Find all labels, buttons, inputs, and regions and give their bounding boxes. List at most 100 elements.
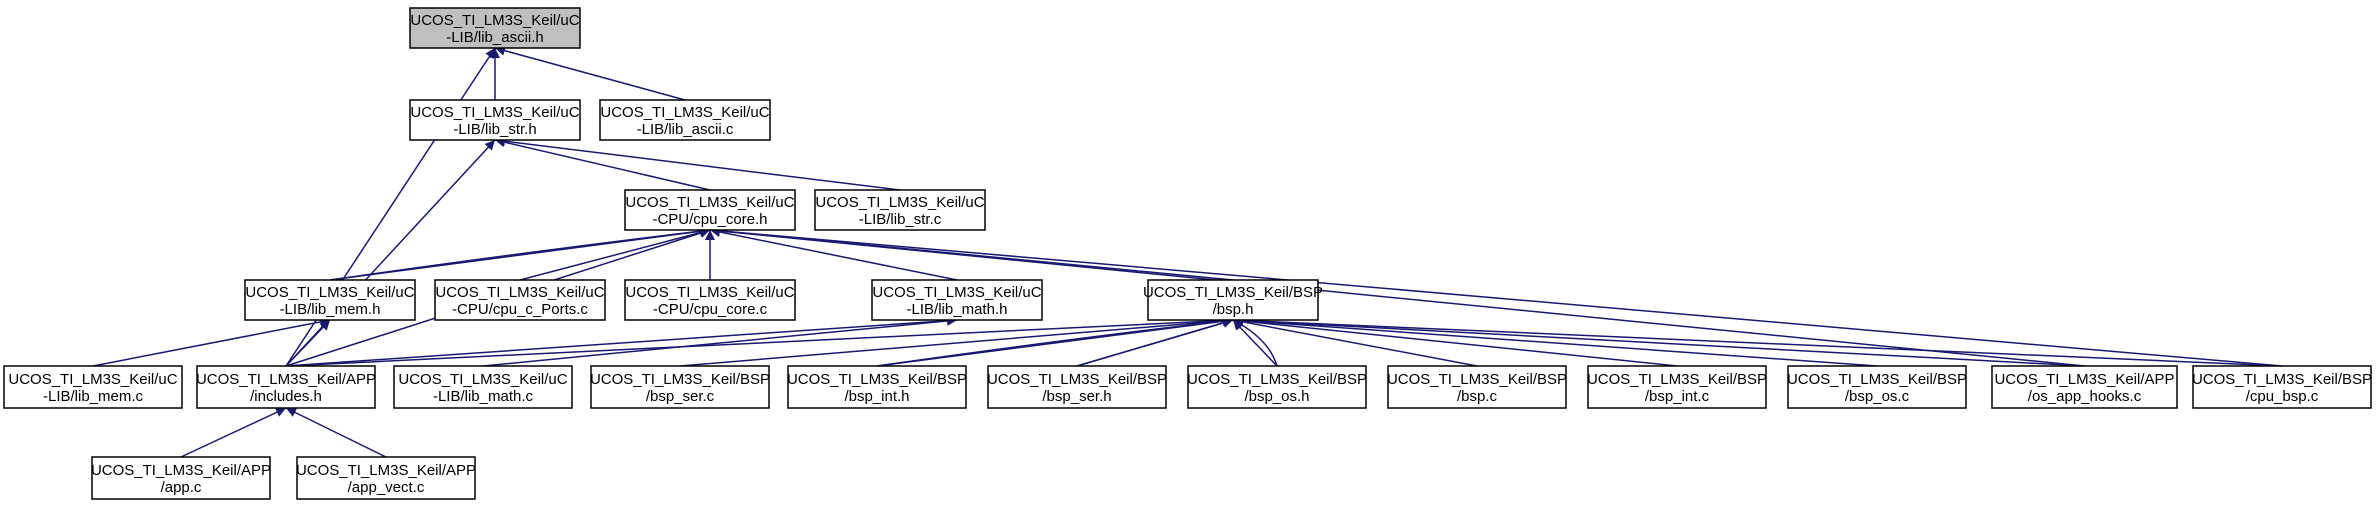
node-box [196, 365, 376, 409]
node-box [393, 365, 573, 409]
node-box [599, 99, 771, 141]
node-label-line2: /bsp_int.h [844, 388, 909, 405]
node-lib_math_c[interactable]: UCOS_TI_LM3S_Keil/uC-LIB/lib_math.c [393, 365, 573, 409]
node-label-line1: UCOS_TI_LM3S_Keil/APP [196, 371, 376, 388]
node-lib_str_c[interactable]: UCOS_TI_LM3S_Keil/uC-LIB/lib_str.c [814, 189, 986, 231]
node-app_c[interactable]: UCOS_TI_LM3S_Keil/APP/app.c [91, 456, 271, 500]
node-label-line1: UCOS_TI_LM3S_Keil/uC [625, 194, 794, 211]
node-box [1787, 365, 1967, 409]
node-label-line2: -CPU/cpu_core.h [652, 211, 767, 228]
node-box [814, 189, 986, 231]
node-label-line2: /os_app_hooks.c [2028, 388, 2142, 405]
node-bsp_h[interactable]: UCOS_TI_LM3S_Keil/BSP/bsp.h [1143, 279, 1323, 321]
node-label-line1: UCOS_TI_LM3S_Keil/uC [600, 104, 769, 121]
node-lib_ascii_c[interactable]: UCOS_TI_LM3S_Keil/uC-LIB/lib_ascii.c [599, 99, 771, 141]
edge-lib_str_c-to-lib_str_h [494, 136, 901, 191]
node-box [624, 189, 796, 231]
node-label-line2: -LIB/lib_mem.h [280, 301, 381, 318]
node-label-line1: UCOS_TI_LM3S_Keil/APP [91, 462, 271, 479]
node-label-line1: UCOS_TI_LM3S_Keil/uC [815, 194, 984, 211]
node-box [434, 279, 606, 321]
node-bsp_os_c[interactable]: UCOS_TI_LM3S_Keil/BSP/bsp_os.c [1787, 365, 1967, 409]
edge-lib_math_c-to-lib_math_h [482, 315, 958, 367]
node-label-line2: -LIB/lib_math.c [433, 388, 534, 405]
node-box [1991, 365, 2178, 409]
node-label-line2: -LIB/lib_mem.c [43, 388, 144, 405]
node-label-line2: /cpu_bsp.c [2246, 388, 2319, 405]
node-label-line2: /bsp_ser.h [1042, 388, 1111, 405]
edge-cpu_bsp_c-to-cpu_core_h [709, 225, 2283, 367]
node-box [624, 279, 796, 321]
node-label-line1: UCOS_TI_LM3S_Keil/uC [410, 12, 579, 29]
node-label-line2: /bsp_int.c [1645, 388, 1710, 405]
node-label-line1: UCOS_TI_LM3S_Keil/APP [1994, 371, 2174, 388]
node-label-line1: UCOS_TI_LM3S_Keil/BSP [2192, 371, 2372, 388]
node-label-line1: UCOS_TI_LM3S_Keil/APP [296, 462, 476, 479]
node-includes_h[interactable]: UCOS_TI_LM3S_Keil/APP/includes.h [196, 365, 376, 409]
node-lib_ascii_h[interactable]: UCOS_TI_LM3S_Keil/uC-LIB/lib_ascii.h [409, 7, 581, 49]
node-os_app_hooks[interactable]: UCOS_TI_LM3S_Keil/APP/os_app_hooks.c [1991, 365, 2178, 409]
node-label-line1: UCOS_TI_LM3S_Keil/BSP [1387, 371, 1567, 388]
node-lib_math_h[interactable]: UCOS_TI_LM3S_Keil/uC-LIB/lib_math.h [871, 279, 1043, 321]
node-label-line1: UCOS_TI_LM3S_Keil/BSP [787, 371, 967, 388]
node-bsp_ser_h[interactable]: UCOS_TI_LM3S_Keil/BSP/bsp_ser.h [987, 365, 1167, 409]
node-box [987, 365, 1167, 409]
node-bsp_ser_c[interactable]: UCOS_TI_LM3S_Keil/BSP/bsp_ser.c [590, 365, 770, 409]
node-label-line2: /bsp_os.h [1244, 388, 1309, 405]
node-label-line1: UCOS_TI_LM3S_Keil/BSP [1143, 284, 1323, 301]
node-label-line2: -LIB/lib_ascii.c [637, 121, 734, 138]
edge-bsp_ser_h-to-bsp_h [1076, 318, 1234, 367]
node-label-line2: /app_vect.c [348, 479, 425, 496]
edge-bsp_c-to-bsp_h [1232, 316, 1478, 367]
node-label-line2: /includes.h [250, 388, 322, 405]
node-label-line2: -LIB/lib_ascii.h [446, 29, 544, 46]
node-bsp_c[interactable]: UCOS_TI_LM3S_Keil/BSP/bsp.c [1387, 365, 1567, 409]
node-label-line1: UCOS_TI_LM3S_Keil/BSP [1587, 371, 1767, 388]
edge-os_app_hooks-to-cpu_core_h [709, 226, 2085, 367]
nodes-layer: UCOS_TI_LM3S_Keil/uC-LIB/lib_ascii.hUCOS… [3, 7, 2372, 500]
node-label-line1: UCOS_TI_LM3S_Keil/BSP [1787, 371, 1967, 388]
node-label-line1: UCOS_TI_LM3S_Keil/uC [398, 371, 567, 388]
node-cpu_core_h[interactable]: UCOS_TI_LM3S_Keil/uC-CPU/cpu_core.h [624, 189, 796, 231]
node-cpu_core_c[interactable]: UCOS_TI_LM3S_Keil/uC-CPU/cpu_core.c [624, 279, 796, 321]
node-lib_mem_c[interactable]: UCOS_TI_LM3S_Keil/uC-LIB/lib_mem.c [3, 365, 183, 409]
node-box [409, 99, 581, 141]
node-label-line1: UCOS_TI_LM3S_Keil/uC [625, 284, 794, 301]
node-box [590, 365, 770, 409]
node-box [1587, 365, 1767, 409]
node-app_vect_c[interactable]: UCOS_TI_LM3S_Keil/APP/app_vect.c [296, 456, 476, 500]
node-label-line2: /bsp_os.c [1845, 388, 1910, 405]
node-lib_mem_h[interactable]: UCOS_TI_LM3S_Keil/uC-LIB/lib_mem.h [244, 279, 416, 321]
node-box [1387, 365, 1567, 409]
node-cpu_bsp_c[interactable]: UCOS_TI_LM3S_Keil/BSP/cpu_bsp.c [2192, 365, 2372, 409]
node-label-line2: -LIB/lib_str.c [859, 211, 942, 228]
node-cpu_c_ports[interactable]: UCOS_TI_LM3S_Keil/uC-CPU/cpu_c_Ports.c [434, 279, 606, 321]
node-box [296, 456, 476, 500]
edge-bsp_int_c-to-bsp_h [1232, 316, 1678, 367]
node-label-line1: UCOS_TI_LM3S_Keil/uC [435, 284, 604, 301]
edge-lib_mem_h-to-cpu_core_h [329, 226, 711, 281]
node-bsp_int_c[interactable]: UCOS_TI_LM3S_Keil/BSP/bsp_int.c [1587, 365, 1767, 409]
edge-cpu_bsp_c-to-bsp_h [1232, 315, 2283, 367]
node-box [1187, 365, 1367, 409]
edge-cpu_c_ports-to-cpu_core_h [519, 227, 711, 281]
node-bsp_int_h[interactable]: UCOS_TI_LM3S_Keil/BSP/bsp_int.h [787, 365, 967, 409]
node-bsp_os_h[interactable]: UCOS_TI_LM3S_Keil/BSP/bsp_os.h [1187, 365, 1367, 409]
node-label-line2: /bsp_ser.c [646, 388, 715, 405]
node-box [2192, 365, 2372, 409]
edge-lib_ascii_c-to-lib_ascii_h [494, 45, 686, 101]
node-label-line2: -CPU/cpu_c_Ports.c [452, 301, 588, 318]
node-label-line2: -CPU/cpu_core.c [653, 301, 768, 318]
node-label-line2: /bsp.c [1457, 388, 1498, 405]
edge-bsp_int_h-to-bsp_h [876, 316, 1234, 367]
node-box [244, 279, 416, 321]
node-box [1147, 279, 1319, 321]
node-lib_str_h[interactable]: UCOS_TI_LM3S_Keil/uC-LIB/lib_str.h [409, 99, 581, 141]
edge-cpu_core_h-to-lib_str_h [494, 137, 711, 191]
node-label-line1: UCOS_TI_LM3S_Keil/uC [245, 284, 414, 301]
edge-bsp_os_c-to-bsp_h [1232, 315, 1878, 367]
edge-includes_h-to-bsp_h [285, 315, 1234, 367]
edge-lib_mem_c-to-lib_mem_h [92, 316, 331, 367]
node-label-line1: UCOS_TI_LM3S_Keil/uC [8, 371, 177, 388]
